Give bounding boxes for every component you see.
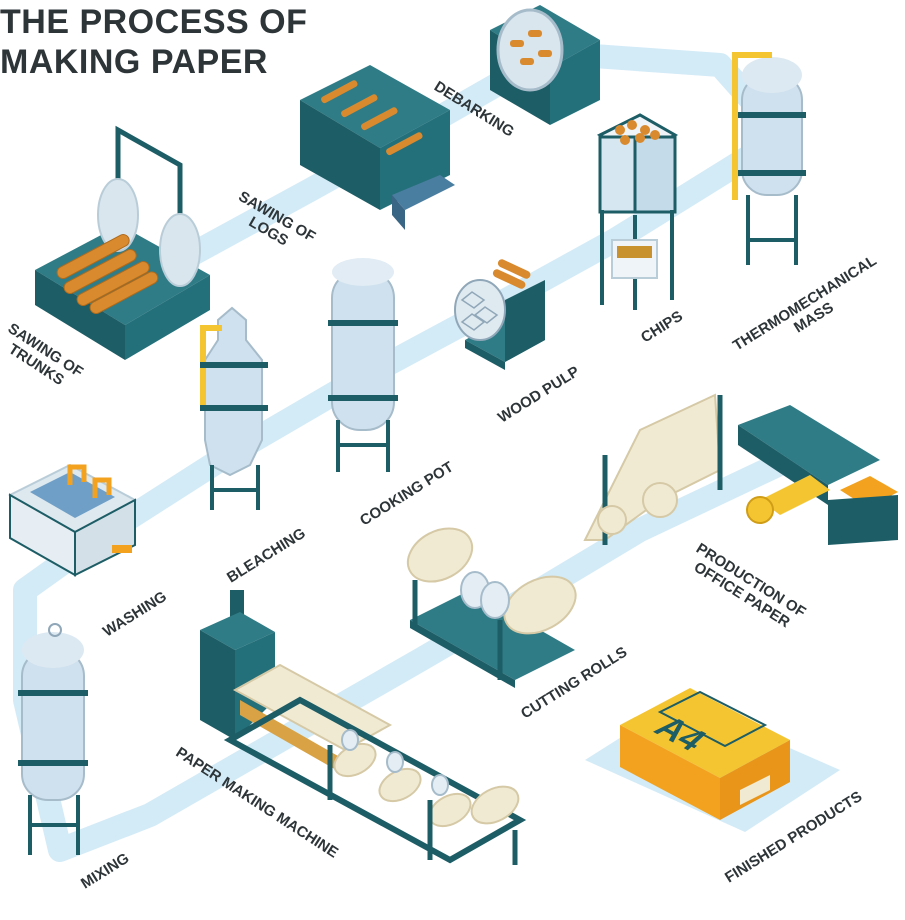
debarking-machine: [490, 5, 600, 125]
title-line-2: MAKING PAPER: [0, 43, 268, 81]
cutting-rolls-machine: [406, 527, 577, 688]
cooking-pot-tank: [328, 258, 398, 472]
office-paper-production-machine: [583, 393, 898, 545]
page-title: THE PROCESS OF MAKING PAPER: [0, 2, 307, 82]
finished-products-box: [585, 688, 840, 832]
mixing-tank: [18, 623, 88, 855]
wood-pulp-machine: [454, 259, 545, 370]
paper-making-machine: [200, 590, 527, 865]
title-line-1: THE PROCESS OF: [0, 3, 308, 41]
washing-tank: [7, 463, 138, 577]
chips-tower: [596, 113, 679, 310]
sawing-logs-machine: [300, 65, 455, 230]
bleaching-tank: [200, 306, 268, 510]
thermomechanical-tank: [732, 52, 806, 265]
sawing-trunks-machine: [35, 125, 210, 360]
